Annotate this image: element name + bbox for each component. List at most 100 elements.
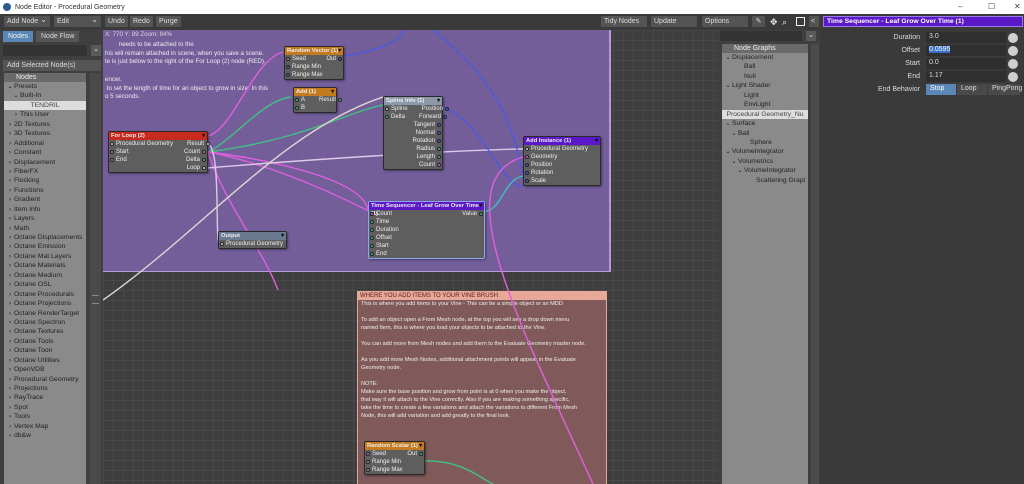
- port-out[interactable]: Radius: [409, 145, 442, 153]
- tree-item[interactable]: ›Octane Procedurals: [4, 290, 86, 299]
- tree-item[interactable]: ›Octane Mat Layers: [4, 252, 86, 261]
- chevron-right-icon[interactable]: ›: [9, 244, 11, 251]
- socket-icon[interactable]: [437, 147, 441, 151]
- tree-item[interactable]: ›Octane Displacements: [4, 233, 86, 242]
- chevron-right-icon[interactable]: ›: [9, 433, 11, 440]
- socket-icon[interactable]: [202, 150, 206, 154]
- socket-icon[interactable]: [366, 460, 370, 464]
- graph-dropdown-button[interactable]: ⌄: [806, 31, 816, 41]
- socket-icon[interactable]: [385, 107, 389, 111]
- port-out[interactable]: Rotation: [406, 137, 442, 145]
- port-in[interactable]: Rotation: [524, 169, 560, 177]
- socket-icon[interactable]: [437, 163, 441, 167]
- tree-item[interactable]: ›RayTrace: [4, 393, 86, 402]
- socket-icon[interactable]: [366, 468, 370, 472]
- collapse-panel-button[interactable]: <: [809, 16, 819, 27]
- socket-icon[interactable]: [437, 155, 441, 159]
- chevron-right-icon[interactable]: ›: [9, 348, 11, 355]
- tree-item[interactable]: ›Flocking: [4, 176, 86, 185]
- socket-icon[interactable]: [370, 212, 374, 216]
- node-title[interactable]: Random Vector (1): [285, 47, 343, 55]
- socket-icon[interactable]: [295, 98, 299, 102]
- add-selected-nodes-button[interactable]: Add Selected Node(s): [3, 60, 101, 71]
- end-behavior-pingpong[interactable]: PingPong: [988, 84, 1022, 95]
- node-add-instance[interactable]: Add Instance (1)Procedural GeometryGeome…: [523, 136, 601, 186]
- tree-item[interactable]: ›Octane RenderTarget: [4, 309, 86, 318]
- tree-item[interactable]: ›Octane Utilities: [4, 356, 86, 365]
- port-in[interactable]: A: [294, 96, 312, 104]
- port-in[interactable]: Range Min: [365, 458, 408, 466]
- update-button[interactable]: Update: [651, 16, 697, 27]
- socket-icon[interactable]: [366, 452, 370, 456]
- pan-icon[interactable]: ✥: [770, 17, 778, 27]
- end-behavior-loop[interactable]: Loop: [957, 84, 987, 95]
- port-in[interactable]: Start: [369, 242, 396, 250]
- options-button[interactable]: Options: [702, 16, 748, 27]
- node-title[interactable]: Output: [219, 232, 286, 240]
- port-in[interactable]: Geometry: [524, 153, 564, 161]
- port-in[interactable]: End: [369, 250, 394, 258]
- tree-item[interactable]: ›Octane Projections: [4, 299, 86, 308]
- port-in[interactable]: Delta: [384, 113, 412, 121]
- chevron-right-icon[interactable]: ›: [9, 282, 11, 289]
- socket-icon[interactable]: [370, 236, 374, 240]
- port-out[interactable]: Count: [412, 161, 442, 169]
- socket-icon[interactable]: [525, 147, 529, 151]
- chevron-right-icon[interactable]: ›: [9, 263, 11, 270]
- tree-item[interactable]: ›Octane Toon: [4, 346, 86, 355]
- port-in[interactable]: Procedural Geometry: [524, 145, 595, 153]
- tree-item[interactable]: Ball: [722, 62, 808, 71]
- port-in[interactable]: Scale: [524, 177, 553, 185]
- chevron-right-icon[interactable]: ›: [9, 386, 11, 392]
- socket-icon[interactable]: [437, 139, 441, 143]
- port-out[interactable]: Count: [177, 148, 207, 156]
- socket-icon[interactable]: [370, 220, 374, 224]
- tree-item[interactable]: ›db&w: [4, 431, 86, 440]
- redo-button[interactable]: Redo: [130, 16, 153, 27]
- node-title[interactable]: Spline Info (1): [384, 97, 442, 105]
- tree-item[interactable]: ›3D Textures: [4, 129, 86, 138]
- envelope-icon[interactable]: [1008, 59, 1018, 69]
- port-in[interactable]: End: [109, 156, 134, 164]
- socket-icon[interactable]: [525, 155, 529, 159]
- chevron-down-icon[interactable]: ⌄: [731, 158, 737, 165]
- tree-item[interactable]: Light: [722, 91, 808, 100]
- chevron-right-icon[interactable]: ›: [9, 301, 11, 308]
- port-out[interactable]: Position: [415, 105, 450, 113]
- chevron-down-icon[interactable]: ⌄: [725, 83, 731, 90]
- envelope-icon[interactable]: [1008, 46, 1018, 56]
- chevron-right-icon[interactable]: ›: [9, 329, 11, 336]
- socket-icon[interactable]: [419, 452, 423, 456]
- chevron-right-icon[interactable]: ›: [9, 404, 11, 411]
- chevron-down-icon[interactable]: ⌄: [725, 121, 731, 128]
- minimize-button[interactable]: –: [958, 2, 963, 11]
- pin-icon[interactable]: ✎: [752, 16, 765, 27]
- tree-item[interactable]: ⌄Presets: [4, 82, 86, 91]
- chevron-right-icon[interactable]: ›: [9, 395, 11, 402]
- socket-icon[interactable]: [525, 171, 529, 175]
- chevron-down-icon[interactable]: ⌄: [13, 93, 19, 100]
- socket-icon[interactable]: [286, 73, 290, 77]
- chevron-right-icon[interactable]: ›: [9, 319, 11, 326]
- port-in[interactable]: Start: [109, 148, 136, 156]
- node-time-sequencer[interactable]: Time Sequencer - Leaf Grow Over Time (1)…: [368, 201, 485, 259]
- scrollbar-grip-icon[interactable]: [92, 295, 99, 304]
- chevron-down-icon[interactable]: ⌄: [725, 149, 731, 156]
- node-search-input[interactable]: [3, 45, 87, 56]
- tree-item[interactable]: ⌄VolumeIntegrator: [722, 147, 808, 156]
- search-dropdown-button[interactable]: ⌄: [91, 45, 101, 56]
- chevron-right-icon[interactable]: ›: [9, 376, 11, 383]
- prop-input[interactable]: 0.0: [926, 58, 1006, 69]
- socket-icon[interactable]: [385, 115, 389, 119]
- graph-search-input[interactable]: [720, 31, 802, 41]
- socket-icon[interactable]: [338, 57, 342, 61]
- add-node-dropdown[interactable]: Add Node: [4, 15, 50, 27]
- port-out[interactable]: Delta: [179, 156, 207, 164]
- tree-item[interactable]: ⌄Volumetrics: [722, 157, 808, 166]
- socket-icon[interactable]: [110, 150, 114, 154]
- socket-icon[interactable]: [338, 98, 343, 102]
- tab-nodes[interactable]: Nodes: [3, 31, 34, 42]
- node-title[interactable]: For Loop (2): [109, 132, 207, 140]
